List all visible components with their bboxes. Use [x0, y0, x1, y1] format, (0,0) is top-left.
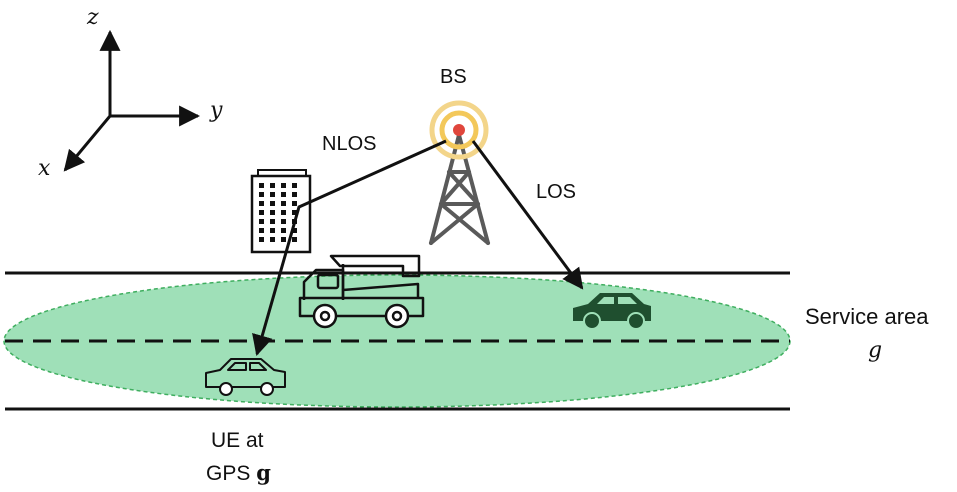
coordinate-axes [63, 29, 201, 172]
axis-x-label: x [38, 156, 51, 181]
building-window [292, 210, 297, 215]
tower-icon [429, 133, 490, 245]
bs-label: BS [440, 66, 467, 88]
building-window [292, 183, 297, 188]
building-window [259, 228, 264, 233]
building-window [281, 219, 286, 224]
nlos-label: NLOS [322, 133, 377, 155]
building-window [259, 183, 264, 188]
building-window [259, 201, 264, 206]
building-window [281, 237, 286, 242]
building-icon [250, 169, 312, 254]
los-path [471, 140, 584, 290]
building-window [270, 192, 275, 197]
car-los-icon [573, 293, 651, 330]
building-window [270, 219, 275, 224]
service-area-symbol: g [868, 338, 883, 363]
ue-gps-prefix: GPS [206, 462, 257, 485]
nlos-path [252, 139, 447, 357]
building-window [281, 183, 286, 188]
building-window [259, 192, 264, 197]
building-window [270, 201, 275, 206]
signal-icon [429, 100, 489, 160]
building-window [292, 237, 297, 242]
building-window [270, 183, 275, 188]
axis-z-label: z [87, 5, 99, 30]
service-area-label: Service area [805, 304, 929, 329]
ue-label-line1: UE at [211, 429, 264, 452]
building-window [259, 210, 264, 215]
truck-icon [298, 254, 425, 329]
building-window [292, 192, 297, 197]
building-window [281, 201, 286, 206]
building-window [292, 201, 297, 206]
building-window [281, 192, 286, 197]
building-window [281, 210, 286, 215]
ue-label-line2: GPS g [206, 462, 271, 484]
building-window [270, 228, 275, 233]
building-window [259, 219, 264, 224]
building-window [270, 237, 275, 242]
ue-gps-symbol: g [256, 460, 271, 485]
building-window [270, 210, 275, 215]
building-window [281, 228, 286, 233]
building-window [292, 228, 297, 233]
building-window [259, 237, 264, 242]
car-ue-icon [205, 358, 286, 396]
axis-y-label: y [210, 98, 223, 123]
los-label: LOS [536, 181, 577, 203]
